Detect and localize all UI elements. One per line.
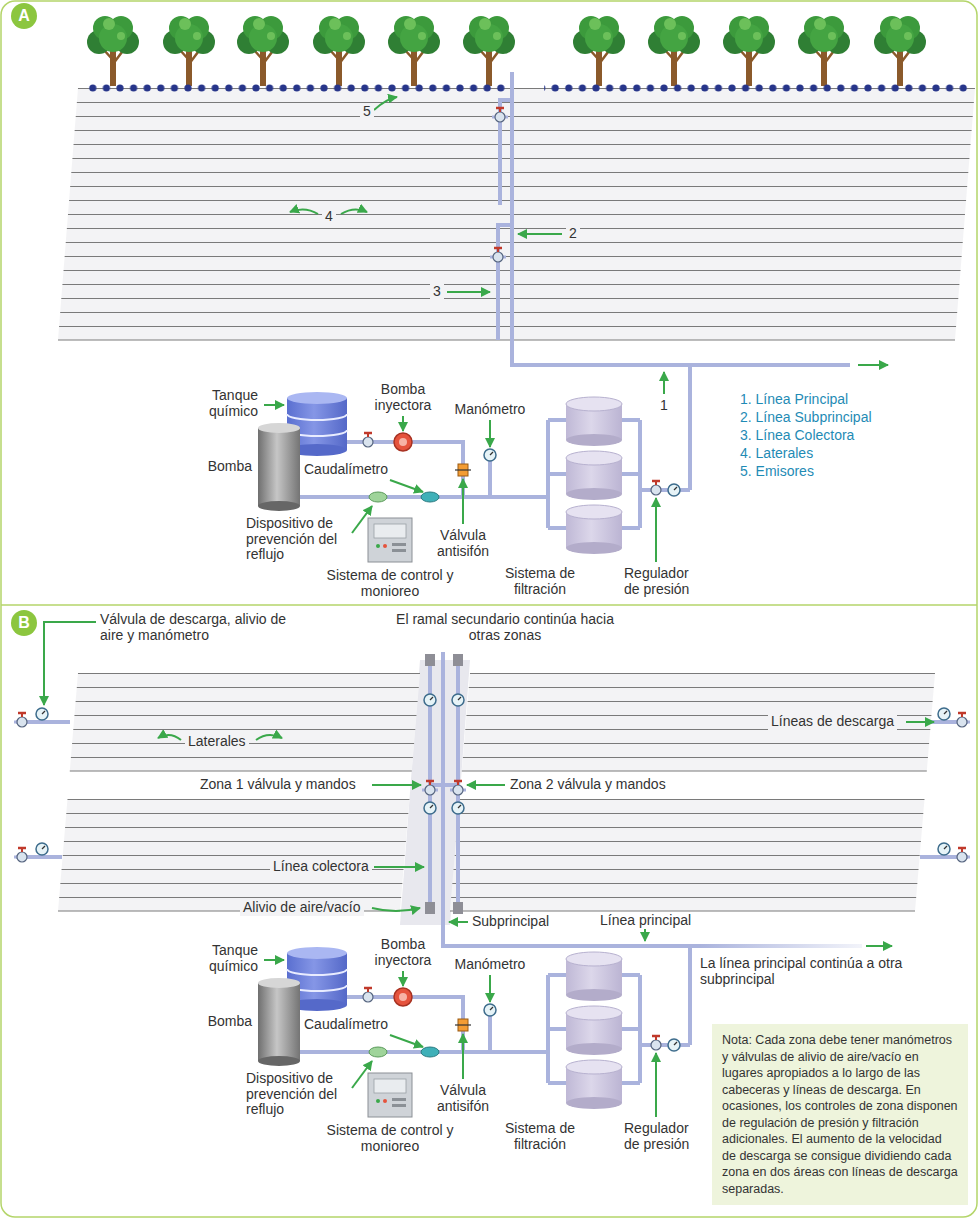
part-label: Válvula de descarga, alivio de aire y ma… [100,612,298,643]
part-label: Líneas de descarga [768,714,897,730]
part-label: Regulador de presión [624,566,704,597]
part-label: Sistema de filtración [498,1121,582,1152]
part-label: Bomba inyectora [366,382,440,413]
part-label: Línea principal [600,913,691,929]
part-label: Sistema de control y monioreo [316,1123,464,1154]
legend-item: 1. Línea Principal [740,392,848,408]
part-label: Manómetro [455,957,526,973]
part-label: Sistema de control y monioreo [316,568,464,599]
part-label: Línea colectora [270,859,372,875]
part-label: Bomba [208,459,252,475]
part-label: Válvula antisifón [428,1083,498,1114]
legend-item: 4. Laterales [740,446,813,462]
part-label: El ramal secundario continúa hacia otras… [389,612,621,643]
part-label: Regulador de presión [624,1121,704,1152]
part-label: Caudalímetro [304,462,388,478]
callout-number: 2 [566,226,580,242]
part-label: Alivio de aire/vacío [240,900,364,916]
badge-letter: B [18,615,30,631]
callout-number: 1 [660,398,668,414]
panel-badge: A [11,3,37,29]
legend-item: 3. Línea Colectora [740,428,854,444]
panel-badge: B [11,610,37,636]
part-label: Bomba [208,1014,252,1030]
badge-letter: A [18,8,30,24]
part-label: La línea principal continúa a otra subpr… [700,956,950,987]
note-box: Nota: Cada zona debe tener manómetros y … [712,1024,968,1205]
part-label: Caudalímetro [304,1017,388,1033]
part-label: Subprincipal [472,914,549,930]
callout-number: 5 [360,104,374,120]
part-label: Tanque químico [196,388,258,419]
part-label: Zona 1 válvula y mandos [200,777,356,793]
part-label: Laterales [185,734,249,750]
part-label: Válvula antisifón [428,528,498,559]
legend-item: 2. Línea Subprincipal [740,410,872,426]
part-label: Bomba inyectora [366,937,440,968]
callout-number: 4 [322,209,336,225]
note-text: Nota: Cada zona debe tener manómetros y … [722,1032,958,1197]
part-label: Dispositivo de prevención del reflujo [246,516,356,563]
part-label: Dispositivo de prevención del reflujo [246,1071,356,1118]
part-label: Manómetro [455,402,526,418]
part-label: Zona 2 válvula y mandos [510,777,666,793]
part-label: Sistema de filtración [498,566,582,597]
part-label: Tanque químico [196,943,258,974]
legend-item: 5. Emisores [740,464,814,480]
callout-number: 3 [430,284,444,300]
